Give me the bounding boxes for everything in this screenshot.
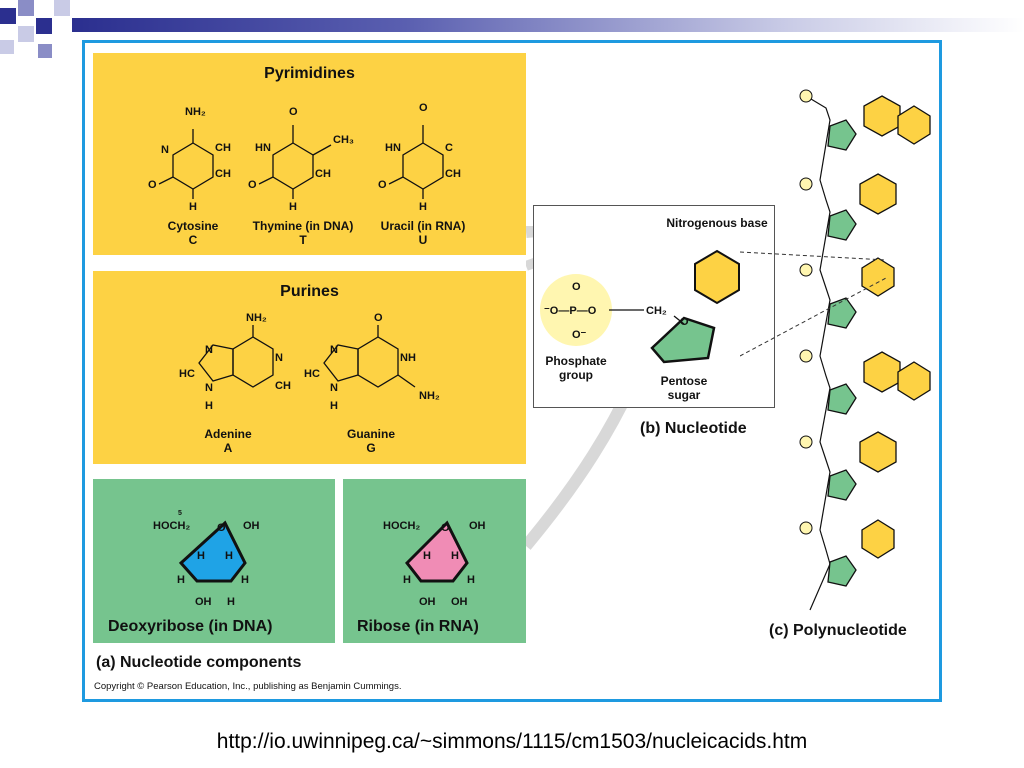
guanine-letter: G (366, 441, 376, 455)
pentose-sugar-label: Pentose sugar (660, 374, 708, 402)
svg-text:H: H (205, 400, 213, 412)
svg-text:HC: HC (304, 368, 320, 380)
svg-text:O: O (419, 102, 428, 114)
svg-text:OH: OH (451, 596, 468, 608)
uracil-label: Uracil (in RNA) U (368, 219, 478, 247)
svg-text:HN: HN (385, 142, 401, 154)
deoxyribose-label: Deoxyribose (in DNA) (108, 618, 273, 635)
purines-title: Purines (280, 283, 339, 300)
svg-text:H: H (419, 201, 427, 213)
guanine-label: Guanine G (331, 427, 411, 455)
svg-text:O: O (441, 522, 450, 534)
svg-text:C: C (445, 142, 453, 154)
pyrimidines-title: Pyrimidines (264, 65, 355, 82)
svg-text:CH: CH (445, 168, 461, 180)
svg-text:HC: HC (179, 368, 195, 380)
svg-text:CH: CH (315, 168, 331, 180)
svg-text:⁻O—P—O: ⁻O—P—O (544, 305, 597, 317)
uracil-letter: U (418, 233, 428, 247)
svg-text:H: H (330, 400, 338, 412)
svg-text:OH: OH (243, 520, 260, 532)
svg-text:O: O (378, 179, 387, 191)
svg-text:HOCH₂: HOCH₂ (153, 520, 190, 532)
thymine-letter: T (299, 233, 307, 247)
thymine-label: Thymine (in DNA) T (238, 219, 368, 247)
copyright-notice: Copyright © Pearson Education, Inc., pub… (94, 681, 402, 692)
svg-text:NH₂: NH₂ (419, 390, 440, 402)
adenine-name: Adenine (204, 427, 252, 441)
cytosine-letter: C (188, 233, 198, 247)
dashed-connector (740, 251, 887, 357)
svg-text:O: O (680, 316, 689, 328)
nitrogenous-base-label: Nitrogenous base (666, 216, 768, 230)
nucleotide-box: O ⁻O—P—O O⁻ CH₂ O Nitrogenous base Phospha… (533, 205, 775, 408)
svg-text:O: O (148, 179, 157, 191)
svg-text:HN: HN (255, 142, 271, 154)
cytosine-label: Cytosine C (148, 219, 238, 247)
svg-text:N: N (205, 382, 213, 394)
top-gradient-bar (72, 18, 1024, 32)
svg-text:H: H (423, 550, 431, 562)
svg-text:NH₂: NH₂ (185, 106, 206, 118)
svg-text:H: H (467, 574, 475, 586)
svg-text:CH: CH (215, 142, 231, 154)
guanine-name: Guanine (346, 427, 395, 441)
svg-text:N: N (205, 344, 213, 356)
svg-text:OH: OH (469, 520, 486, 532)
ribose-label: Ribose (in RNA) (357, 618, 479, 635)
svg-text:NH: NH (400, 352, 416, 364)
svg-text:H: H (227, 596, 235, 608)
svg-text:H: H (225, 550, 233, 562)
svg-text:H: H (241, 574, 249, 586)
svg-text:O: O (374, 312, 383, 324)
nucleotide-drawing: O ⁻O—P—O O⁻ CH₂ O (540, 249, 740, 364)
svg-text:H: H (197, 550, 205, 562)
svg-text:HOCH₂: HOCH₂ (383, 520, 420, 532)
thymine-name: Thymine (in DNA) (252, 219, 354, 233)
svg-text:H: H (451, 550, 459, 562)
svg-text:H: H (403, 574, 411, 586)
corner-squares-decoration (0, 0, 70, 58)
svg-text:5: 5 (178, 510, 182, 517)
svg-text:NH₂: NH₂ (246, 312, 267, 324)
cytosine-name: Cytosine (167, 219, 219, 233)
svg-text:N: N (275, 352, 283, 364)
svg-text:N: N (330, 382, 338, 394)
svg-text:OH: OH (195, 596, 212, 608)
components-caption: (a) Nucleotide components (96, 654, 302, 671)
source-url[interactable]: http://io.uwinnipeg.ca/~simmons/1115/cm1… (216, 730, 808, 753)
pyrimidine-structures: NH₂ N CH CH O H O HN CH₃ CH O H O HN C CH O H (148, 102, 461, 213)
backbone-line (805, 95, 831, 611)
adenine-label: Adenine A (188, 427, 268, 455)
svg-text:O: O (572, 281, 581, 293)
svg-text:CH: CH (215, 168, 231, 180)
svg-text:O⁻: O⁻ (572, 329, 587, 341)
svg-text:N: N (330, 344, 338, 356)
svg-text:O: O (217, 522, 226, 534)
svg-text:O: O (289, 106, 298, 118)
nucleotide-caption: (b) Nucleotide (640, 420, 747, 437)
svg-text:H: H (189, 201, 197, 213)
svg-text:O: O (248, 179, 257, 191)
svg-text:CH₃: CH₃ (333, 134, 354, 146)
phosphate-group-label: Phosphate group (545, 354, 607, 382)
uracil-name: Uracil (in RNA) (380, 219, 466, 233)
svg-text:CH₂: CH₂ (646, 305, 667, 317)
polynucleotide-chain (799, 89, 931, 611)
svg-text:OH: OH (419, 596, 436, 608)
svg-text:H: H (177, 574, 185, 586)
svg-text:N: N (161, 144, 169, 156)
polynucleotide-caption: (c) Polynucleotide (769, 622, 907, 639)
svg-text:CH: CH (275, 380, 291, 392)
svg-text:H: H (289, 201, 297, 213)
adenine-letter: A (223, 441, 233, 455)
